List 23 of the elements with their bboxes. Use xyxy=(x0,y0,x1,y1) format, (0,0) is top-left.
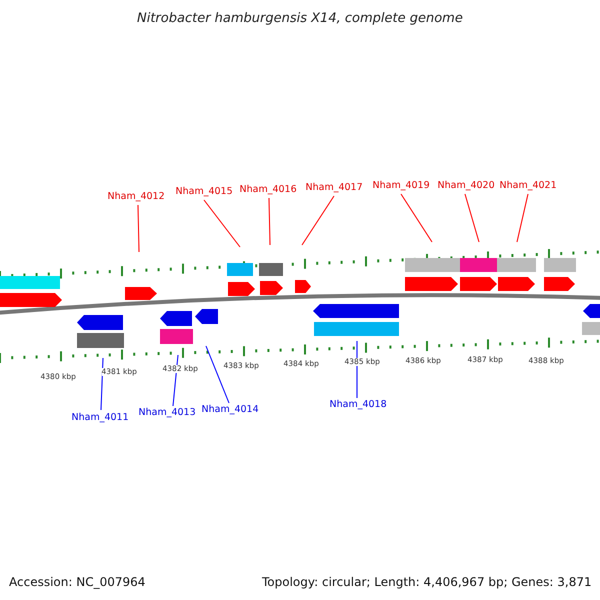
leader-line xyxy=(268,198,270,246)
leader-line xyxy=(400,194,432,242)
leader-line xyxy=(464,194,480,242)
gene-label: Nham_4018 xyxy=(330,400,387,410)
leader-line xyxy=(204,200,240,248)
gene-label: Nham_4021 xyxy=(500,181,557,190)
gene-label: Nham_4013 xyxy=(138,408,196,418)
gene-label: Nham_4016 xyxy=(240,185,297,194)
gene-label: Nham_4011 xyxy=(72,413,129,422)
leader-line xyxy=(138,204,140,252)
gene-label: Nham_4014 xyxy=(202,405,259,414)
gene-label: Nham_4017 xyxy=(306,183,363,192)
gene-label: Nham_4020 xyxy=(438,181,495,190)
genome-info-note: Topology: circular; Length: 4,406,967 bp; Genes: 3,871 xyxy=(262,576,592,588)
leader-line xyxy=(356,340,358,398)
gene-label: Nham_4019 xyxy=(372,181,430,190)
leader-line xyxy=(516,194,528,242)
leader-line xyxy=(206,346,230,404)
gene-label: Nham_4012 xyxy=(108,192,165,202)
leader-line xyxy=(302,196,334,246)
accession-note: Accession: NC_007964 xyxy=(9,576,146,588)
diagram-title: Nitrobacter hamburgensis X14, complete genome xyxy=(137,12,463,24)
gene-label: Nham_4015 xyxy=(176,187,233,196)
